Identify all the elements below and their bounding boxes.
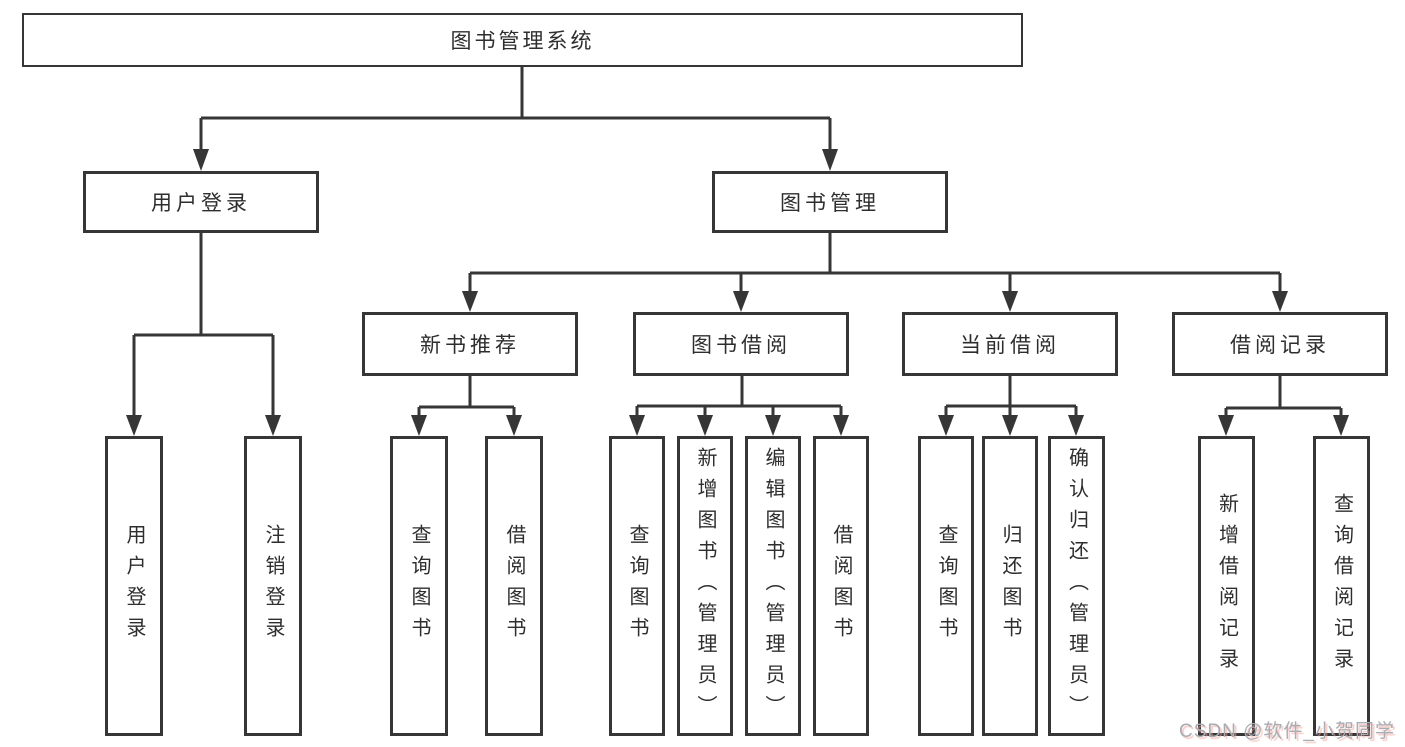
node-borrow-records-label: 借阅记录 <box>1230 334 1330 357</box>
arrowhead <box>1002 291 1018 312</box>
arrowhead <box>822 149 838 171</box>
arrowhead <box>1218 415 1234 436</box>
node-leaf-query-books-1-label: 查询图书 <box>408 524 430 648</box>
node-book-management: 图书管理 <box>712 171 948 233</box>
node-leaf-logout: 注销登录 <box>244 436 302 736</box>
arrowhead <box>765 415 781 436</box>
node-user-login-label: 用户登录 <box>151 192 251 215</box>
node-leaf-add-book-admin: 新增图书（管理员） <box>677 436 733 736</box>
arrowhead <box>629 415 645 436</box>
connector-new-book-recommend <box>417 376 516 417</box>
node-book-borrow: 图书借阅 <box>633 312 849 376</box>
node-leaf-borrow-books-1-label: 借阅图书 <box>503 524 525 648</box>
node-root-label: 图书管理系统 <box>450 30 595 53</box>
node-leaf-edit-book-admin-label: 编辑图书（管理员） <box>762 446 784 726</box>
arrowhead <box>697 415 713 436</box>
node-leaf-borrow-books-2: 借阅图书 <box>813 436 869 736</box>
node-leaf-query-borrow-record-label: 查询借阅记录 <box>1330 493 1353 679</box>
node-user-login: 用户登录 <box>83 171 319 233</box>
arrowhead <box>733 291 749 312</box>
node-book-borrow-label: 图书借阅 <box>691 334 791 357</box>
watermark: CSDN @软件_小贺同学 <box>1179 721 1395 742</box>
arrowhead <box>506 415 522 436</box>
node-leaf-borrow-books-2-label: 借阅图书 <box>830 524 852 648</box>
node-book-management-label: 图书管理 <box>780 192 880 215</box>
arrowhead <box>1068 415 1084 436</box>
arrowhead <box>1002 415 1018 436</box>
node-leaf-confirm-return-admin-label: 确认归还（管理员） <box>1065 446 1088 726</box>
arrowhead <box>265 415 281 436</box>
node-leaf-query-books-3-label: 查询图书 <box>935 524 957 648</box>
node-current-borrow: 当前借阅 <box>902 312 1118 376</box>
node-leaf-add-book-admin-label: 新增图书（管理员） <box>694 446 716 726</box>
connector-user-login <box>132 233 275 416</box>
node-new-book-recommend: 新书推荐 <box>362 312 578 376</box>
node-leaf-return-book: 归还图书 <box>982 436 1038 736</box>
node-leaf-edit-book-admin: 编辑图书（管理员） <box>745 436 801 736</box>
connector-borrow-records <box>1224 376 1343 418</box>
arrowhead <box>1333 415 1349 436</box>
node-leaf-add-borrow-record-label: 新增借阅记录 <box>1215 493 1238 679</box>
arrowhead <box>126 415 142 436</box>
node-root: 图书管理系统 <box>22 13 1023 67</box>
node-leaf-user-login: 用户登录 <box>105 436 163 736</box>
node-leaf-query-books-3: 查询图书 <box>918 436 974 736</box>
node-leaf-query-borrow-record: 查询借阅记录 <box>1313 436 1370 736</box>
arrowhead <box>938 415 954 436</box>
connector-root <box>199 67 832 151</box>
node-leaf-query-books-2-label: 查询图书 <box>626 524 648 648</box>
node-leaf-borrow-books-1: 借阅图书 <box>485 436 543 736</box>
connector-book-borrow <box>635 376 843 417</box>
node-leaf-logout-label: 注销登录 <box>262 524 284 648</box>
node-leaf-return-book-label: 归还图书 <box>999 524 1021 648</box>
arrowhead <box>411 415 427 436</box>
connector-current-borrow <box>944 376 1078 417</box>
node-leaf-user-login-label: 用户登录 <box>123 524 145 648</box>
node-leaf-query-books-1: 查询图书 <box>390 436 448 736</box>
arrowhead <box>462 291 478 312</box>
node-borrow-records: 借阅记录 <box>1172 312 1388 376</box>
arrowhead <box>193 149 209 171</box>
node-leaf-confirm-return-admin: 确认归还（管理员） <box>1048 436 1105 736</box>
connector-book-management <box>468 233 1282 293</box>
arrowhead <box>833 415 849 436</box>
node-current-borrow-label: 当前借阅 <box>960 334 1060 357</box>
arrowhead <box>1272 291 1288 312</box>
node-new-book-recommend-label: 新书推荐 <box>420 334 520 357</box>
node-leaf-query-books-2: 查询图书 <box>609 436 665 736</box>
node-leaf-add-borrow-record: 新增借阅记录 <box>1198 436 1255 736</box>
